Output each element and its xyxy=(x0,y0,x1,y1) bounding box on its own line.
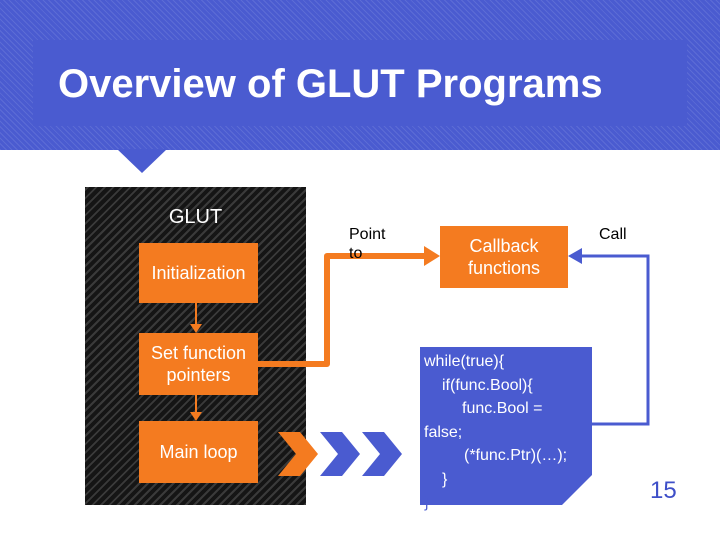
point-to-connector xyxy=(258,253,426,367)
arrowhead-set-to-main xyxy=(190,412,202,421)
point-to-arrowhead xyxy=(424,246,440,266)
code-line: } xyxy=(424,494,430,511)
set-pointers-box: Set function pointers xyxy=(139,333,258,395)
init-box-label: Initialization xyxy=(151,263,246,283)
glut-label: GLUT xyxy=(168,206,223,228)
code-block: while(true){ if(func.Bool){ func.Bool = … xyxy=(424,350,590,515)
slide-title: Overview of GLUT Programs xyxy=(58,62,603,106)
callback-box: Callback functions xyxy=(440,226,568,288)
arrowhead-init-to-set xyxy=(190,324,202,333)
chevron-blue-icon-1 xyxy=(320,432,360,476)
call-connector xyxy=(580,254,650,426)
code-line: (*func.Ptr)(…); xyxy=(464,447,568,464)
set-pointers-label: Set function pointers xyxy=(150,343,247,385)
point-to-label: Point to xyxy=(349,226,386,262)
chevron-blue-icon-2 xyxy=(362,432,402,476)
title-box xyxy=(33,40,687,126)
callback-label: Callback functions xyxy=(467,236,541,278)
page-number: 15 xyxy=(650,477,677,504)
code-line: func.Bool = xyxy=(462,400,543,417)
chevron-orange-icon xyxy=(278,432,318,476)
init-box: Initialization xyxy=(139,243,258,303)
code-line: false; xyxy=(424,423,463,441)
code-line: while(true){ xyxy=(424,353,505,370)
call-arrowhead xyxy=(568,248,582,264)
main-loop-label: Main loop xyxy=(159,442,238,462)
main-loop-box: Main loop xyxy=(139,421,258,483)
code-box-fold xyxy=(562,475,592,505)
code-line: } xyxy=(442,470,448,488)
call-label: Call xyxy=(599,226,627,243)
code-line: if(func.Bool){ xyxy=(442,376,533,394)
header-pointer xyxy=(117,149,167,173)
